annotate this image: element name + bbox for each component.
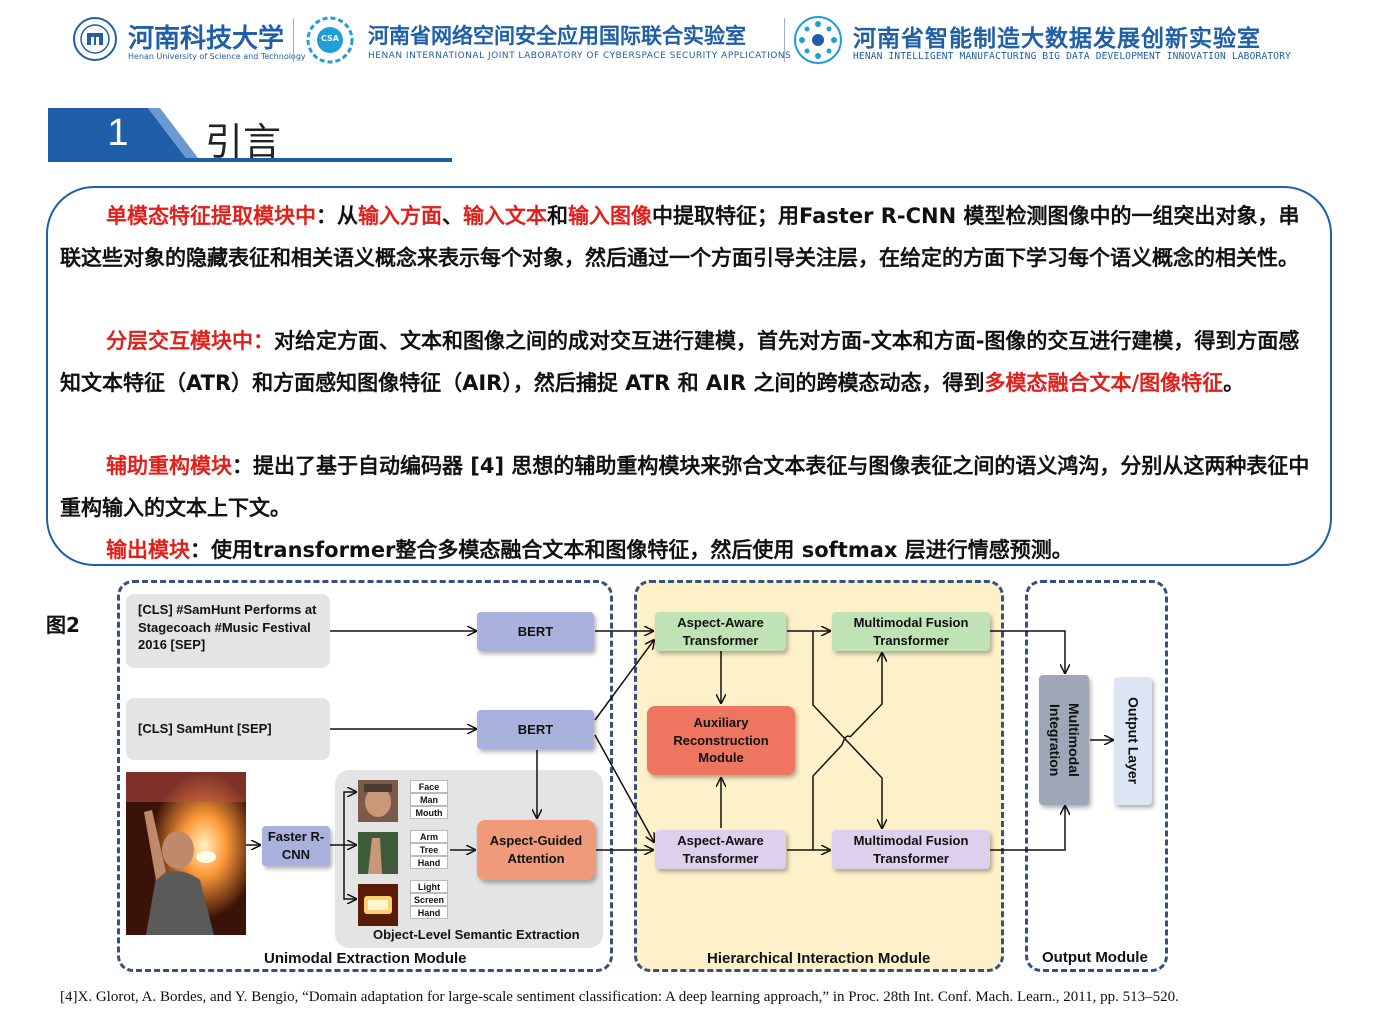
figure-label: 图2 xyxy=(46,613,80,637)
bert-aspect-box: BERT xyxy=(477,710,594,749)
crop-face-image xyxy=(358,780,398,822)
lab1-name-en: HENAN INTERNATIONAL JOINT LABORATORY OF … xyxy=(368,51,792,61)
term-hierarchical: 分层交互模块中： xyxy=(106,329,274,353)
crop-light-image xyxy=(358,884,398,926)
tag-face: Face xyxy=(410,780,448,793)
aspect-guided-attention-box: Aspect-Guided Attention xyxy=(477,820,595,880)
input-sentence-box xyxy=(126,594,330,668)
output-module-label: Output Module xyxy=(1042,949,1148,966)
reference-footnote: [4]X. Glorot, A. Bordes, and Y. Bengio, … xyxy=(60,989,1179,1005)
aspect-aware-transformer-top: Aspect-Aware Transformer xyxy=(655,612,786,651)
network-logo-icon xyxy=(794,16,842,64)
input-aspect: [CLS] SamHunt [SEP] xyxy=(138,721,272,736)
unimodal-module-label: Unimodal Extraction Module xyxy=(264,950,467,967)
header-bar: 河南科技大学 Henan University of Science and T… xyxy=(0,0,1379,80)
tag-hand-2: Hand xyxy=(410,906,448,919)
header-divider xyxy=(293,18,294,62)
lab2-name: 河南省智能制造大数据发展创新实验室 xyxy=(853,26,1261,52)
tag-tree: Tree xyxy=(410,843,448,856)
university-name: 河南科技大学 xyxy=(128,24,285,54)
tag-screen: Screen xyxy=(410,893,448,906)
tag-mouth: Mouth xyxy=(410,806,448,819)
aspect-aware-transformer-bottom: Aspect-Aware Transformer xyxy=(655,830,786,869)
crop-arm-image xyxy=(358,832,398,874)
header-divider-2 xyxy=(784,18,785,62)
term-auxiliary: 辅助重构模块 xyxy=(106,454,232,478)
output-layer-box: Output Layer xyxy=(1114,677,1152,805)
csa-badge: CSA xyxy=(321,34,339,43)
intro-paragraph-1: 单模态特征提取模块中：从输入方面、输入文本和输入图像中提取特征；用Faster … xyxy=(60,204,1300,270)
csa-logo-icon xyxy=(306,16,354,64)
section-number: 1 xyxy=(107,112,129,154)
bert-sentence-box: BERT xyxy=(477,612,594,651)
term-unimodal: 单模态特征提取模块中 xyxy=(106,204,316,228)
tag-light: Light xyxy=(410,880,448,893)
tag-hand: Hand xyxy=(410,856,448,869)
section-banner xyxy=(48,108,452,162)
multimodal-fusion-transformer-bottom: Multimodal Fusion Transformer xyxy=(832,830,990,869)
input-aspect-box xyxy=(126,698,330,760)
object-level-label: Object-Level Semantic Extraction xyxy=(373,927,580,942)
university-name-en: Henan University of Science and Technolo… xyxy=(128,52,306,61)
section-title: 引言 xyxy=(205,120,282,164)
auxiliary-reconstruction-box: Auxiliary Reconstruction Module xyxy=(647,706,795,775)
lab2-name-en: HENAN INTELLIGENT MANUFACTURING BIG DATA… xyxy=(853,51,1292,62)
university-seal-icon xyxy=(73,17,117,61)
intro-box xyxy=(46,186,1332,566)
faster-rcnn-box: Faster R-CNN xyxy=(262,826,330,866)
input-image xyxy=(126,772,246,935)
intro-paragraph-2: 分层交互模块中：对给定方面、文本和图像之间的成对交互进行建模，首先对方面-文本和… xyxy=(60,329,1300,395)
multimodal-integration-box: Multimodal Integration xyxy=(1039,675,1089,805)
multimodal-fusion-transformer-top: Multimodal Fusion Transformer xyxy=(832,612,990,651)
tag-man: Man xyxy=(410,793,448,806)
intro-paragraph-3: 辅助重构模块：提出了基于自动编码器 [4] 思想的辅助重构模块来弥合文本表征与图… xyxy=(60,454,1310,520)
hierarchical-module-label: Hierarchical Interaction Module xyxy=(707,950,931,967)
input-sentence: [CLS] #SamHunt Performs at Stagecoach #M… xyxy=(138,602,317,653)
term-output: 输出模块 xyxy=(106,538,190,562)
tag-arm: Arm xyxy=(410,830,448,843)
intro-paragraph-4: 输出模块：使用transformer整合多模态融合文本和图像特征，然后使用 so… xyxy=(106,538,1073,562)
lab1-name: 河南省网络空间安全应用国际联合实验室 xyxy=(368,24,746,48)
